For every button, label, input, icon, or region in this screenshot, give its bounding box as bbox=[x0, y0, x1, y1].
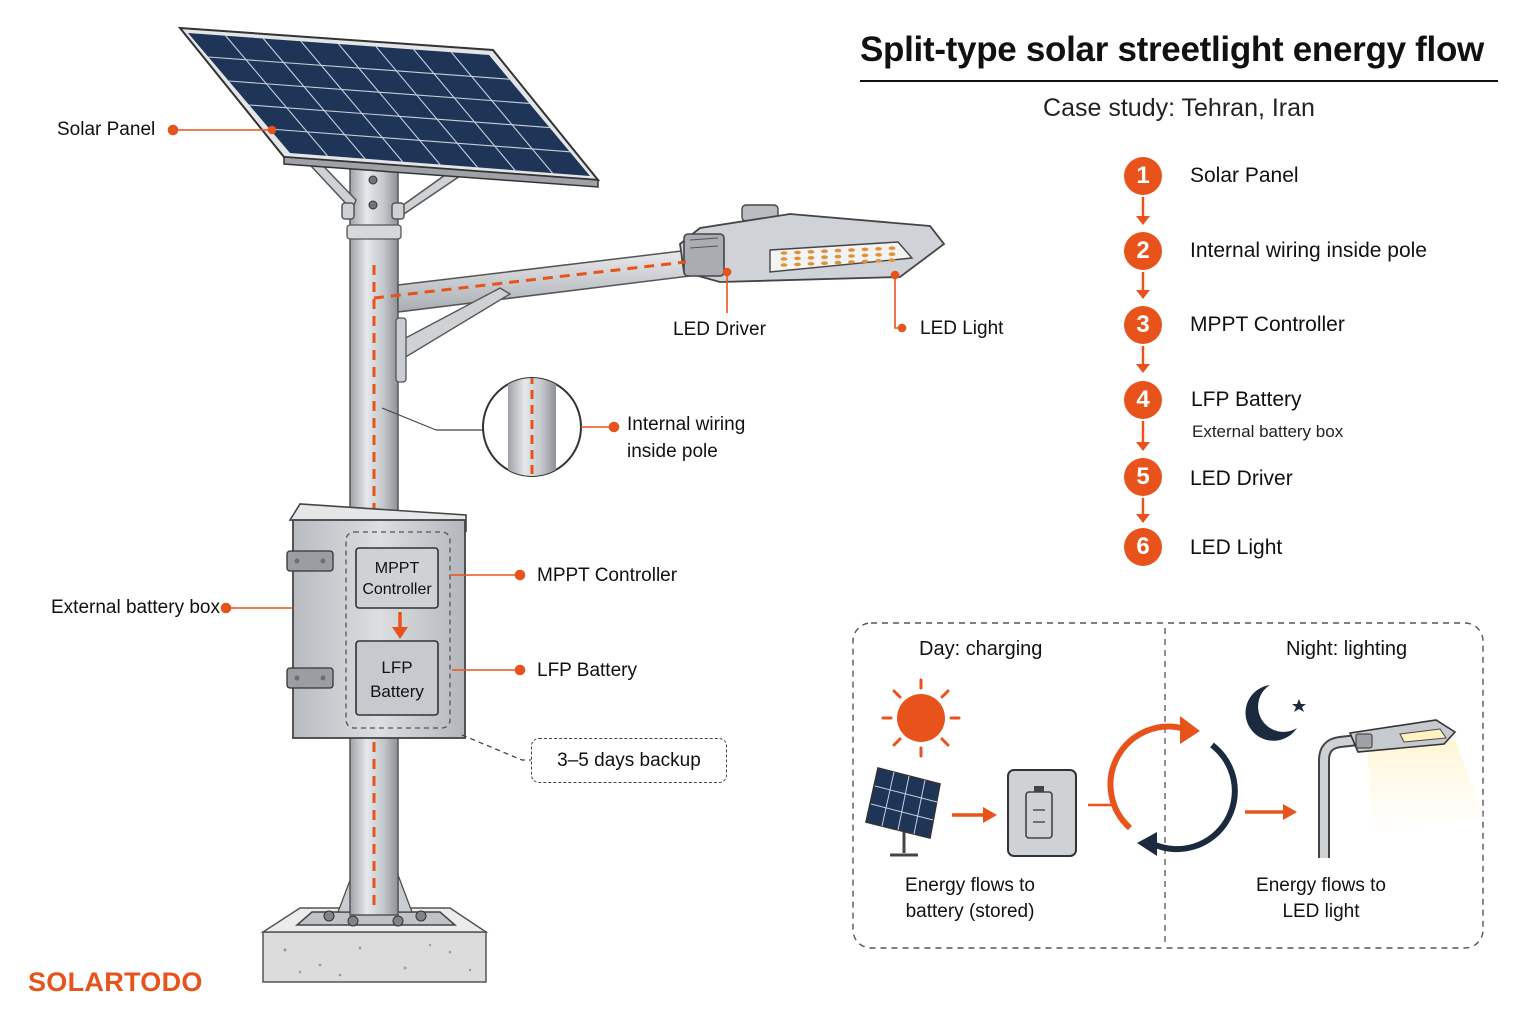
page-title: Split-type solar streetlight energy flow bbox=[860, 30, 1484, 69]
internal-wiring bbox=[372, 260, 687, 905]
callout-leaders bbox=[167, 124, 907, 676]
step-1-label: Solar Panel bbox=[1190, 164, 1299, 187]
battery-box-illustration bbox=[286, 503, 467, 739]
day-panel-title: Day: charging bbox=[919, 638, 1043, 660]
led-luminaire bbox=[679, 204, 946, 283]
solar-panel-icon bbox=[865, 767, 941, 857]
callout-solar-panel: Solar Panel bbox=[57, 119, 156, 140]
callout-internal-wiring-line2: inside pole bbox=[627, 441, 718, 462]
day-flow-arrow bbox=[952, 807, 997, 823]
step-4-sublabel: External battery box bbox=[1192, 422, 1344, 441]
sun-icon bbox=[881, 678, 961, 758]
step-arrows bbox=[1136, 197, 1150, 523]
callout-led-driver: LED Driver bbox=[673, 319, 766, 340]
night-flow-arrow bbox=[1245, 804, 1297, 820]
battery-icon bbox=[1007, 769, 1077, 857]
step-4-badge: 4 bbox=[1124, 381, 1162, 419]
moon-icon bbox=[1245, 685, 1297, 741]
pole-base-plate bbox=[294, 874, 458, 927]
callout-external-battery-box: External battery box bbox=[51, 597, 220, 618]
wiring-zoom-inset bbox=[381, 377, 582, 477]
backup-leader bbox=[461, 734, 531, 761]
brand-logo: SOLARTODO bbox=[28, 967, 203, 997]
step-6-badge: 6 bbox=[1124, 528, 1162, 566]
step-2-label: Internal wiring inside pole bbox=[1190, 239, 1427, 262]
page-subtitle: Case study: Tehran, Iran bbox=[1043, 94, 1315, 122]
step-4-label: LFP Battery bbox=[1191, 388, 1302, 411]
star-icon bbox=[1292, 699, 1306, 712]
step-3-badge: 3 bbox=[1124, 306, 1162, 344]
day-night-panel bbox=[852, 622, 1484, 949]
solar-panel bbox=[177, 26, 601, 188]
step-6-label: LED Light bbox=[1190, 536, 1283, 559]
step-5-label: LED Driver bbox=[1190, 467, 1293, 490]
callout-mppt-controller: MPPT Controller bbox=[537, 565, 678, 586]
title-rule bbox=[860, 80, 1498, 82]
streetlight-icon bbox=[1318, 719, 1485, 858]
cycle-arrows-icon bbox=[1107, 716, 1238, 856]
night-panel-title: Night: lighting bbox=[1286, 638, 1408, 660]
backup-badge: 3–5 days backup bbox=[531, 738, 727, 783]
callout-led-light: LED Light bbox=[920, 318, 1004, 339]
light-arm bbox=[395, 249, 691, 383]
step-1-badge: 1 bbox=[1124, 157, 1162, 195]
step-3-label: MPPT Controller bbox=[1190, 313, 1345, 336]
step-2-badge: 2 bbox=[1124, 232, 1162, 270]
step-5-badge: 5 bbox=[1124, 458, 1162, 496]
callout-internal-wiring-line1: Internal wiring bbox=[627, 414, 746, 435]
callout-lfp-battery: LFP Battery bbox=[537, 660, 637, 681]
